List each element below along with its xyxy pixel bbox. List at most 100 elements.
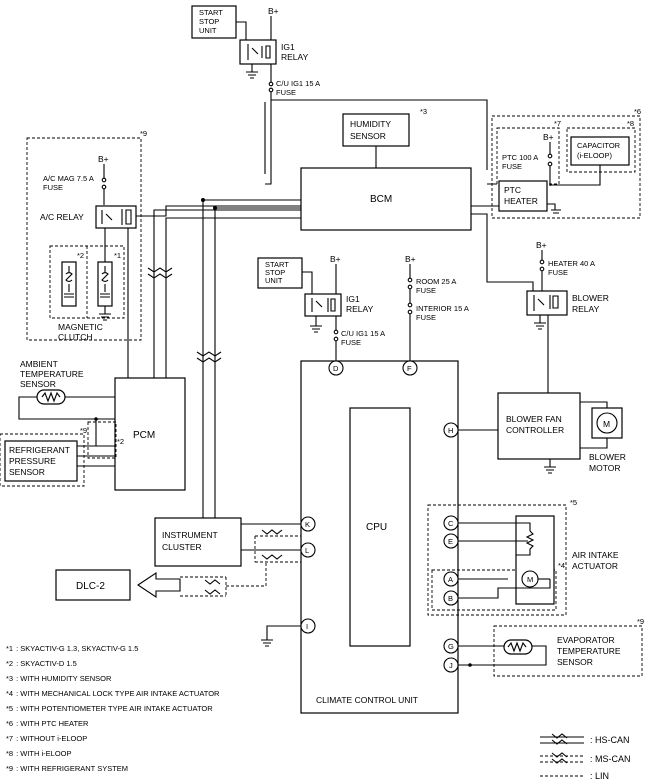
svg-text:C/U IG1 15 A: C/U IG1 15 A xyxy=(341,329,385,338)
svg-text:*5: WITH POTENTIOMETER TYPE AI: *5: WITH POTENTIOMETER TYPE AIR INTAKE A… xyxy=(6,704,213,713)
svg-text:BCM: BCM xyxy=(370,194,392,205)
svg-text:UNIT: UNIT xyxy=(199,26,217,35)
svg-text:AMBIENT: AMBIENT xyxy=(20,359,58,369)
svg-text:*4: WITH MECHANICAL LOCK TYPE: *4: WITH MECHANICAL LOCK TYPE AIR INTAKE… xyxy=(6,689,220,698)
svg-text:A/C RELAY: A/C RELAY xyxy=(40,212,84,222)
svg-text:ROOM 25 A: ROOM 25 A xyxy=(416,277,456,286)
connector-pins: D F H K L I C E A B G J xyxy=(300,360,459,673)
svg-text:C/U IG1 15 A: C/U IG1 15 A xyxy=(276,79,320,88)
svg-text:*8: *8 xyxy=(627,119,634,128)
svg-text:START: START xyxy=(199,8,223,17)
svg-text:*5: *5 xyxy=(570,498,577,507)
svg-text:FUSE: FUSE xyxy=(548,268,568,277)
ptc-heater-area: *6 *7 *8 CAPACITOR (i-ELOOP) B+ PTC 100 … xyxy=(471,107,641,219)
svg-text:: MS-CAN: : MS-CAN xyxy=(590,754,631,764)
room-interior-fuses: B+ ROOM 25 A FUSE INTERIOR 15 A FUSE xyxy=(405,254,469,361)
svg-text:*3: *3 xyxy=(420,107,427,116)
blower-fan-controller: BLOWER FAN CONTROLLER M BLOWER MOTOR xyxy=(458,392,626,474)
svg-text:FUSE: FUSE xyxy=(43,183,63,192)
svg-text:A: A xyxy=(448,575,453,584)
top-ig1-relay: IG1 RELAY xyxy=(239,39,309,65)
svg-text:B+: B+ xyxy=(543,132,554,142)
svg-text:AIR INTAKE: AIR INTAKE xyxy=(572,550,619,560)
svg-text:F: F xyxy=(407,364,412,373)
svg-text:CLUSTER: CLUSTER xyxy=(162,542,202,552)
svg-text:HEATER: HEATER xyxy=(504,196,538,206)
svg-text:STOP: STOP xyxy=(199,17,219,26)
svg-text:FUSE: FUSE xyxy=(341,338,361,347)
svg-text:*8: WITH i-ELOOP: *8: WITH i-ELOOP xyxy=(6,749,72,758)
svg-text:FUSE: FUSE xyxy=(276,88,296,97)
svg-text:K: K xyxy=(305,520,310,529)
mid-start-stop-unit: START STOP UNIT B+ IG1 RELAY C/U IG1 15 … xyxy=(257,254,385,361)
svg-text:FUSE: FUSE xyxy=(502,162,522,171)
svg-text:*9: WITH REFRIGERANT SYSTEM: *9: WITH REFRIGERANT SYSTEM xyxy=(6,764,128,773)
hs-can-lines xyxy=(147,198,301,518)
svg-text:: LIN: : LIN xyxy=(590,771,609,781)
svg-text:TEMPERATURE: TEMPERATURE xyxy=(557,646,621,656)
svg-text:*7: *7 xyxy=(554,119,561,128)
svg-text:TEMPERATURE: TEMPERATURE xyxy=(20,369,84,379)
humidity-sensor: HUMIDITY SENSOR *3 xyxy=(342,107,427,168)
svg-text:SENSOR: SENSOR xyxy=(9,467,45,477)
svg-text:M: M xyxy=(603,419,610,429)
line-legend: : HS-CAN : MS-CAN : LIN xyxy=(540,733,631,781)
svg-text:I: I xyxy=(306,622,308,631)
svg-text:B+: B+ xyxy=(536,240,547,250)
svg-text:UNIT: UNIT xyxy=(265,276,283,285)
svg-text:: HS-CAN: : HS-CAN xyxy=(590,735,630,745)
svg-text:DLC-2: DLC-2 xyxy=(76,581,105,592)
svg-text:RELAY: RELAY xyxy=(281,52,309,62)
svg-text:INSTRUMENT: INSTRUMENT xyxy=(162,530,218,540)
svg-text:C: C xyxy=(448,519,454,528)
svg-text:L: L xyxy=(305,546,309,555)
svg-text:RELAY: RELAY xyxy=(572,304,600,314)
svg-text:B+: B+ xyxy=(330,254,341,264)
top-start-stop-unit: START STOP UNIT xyxy=(191,5,237,39)
air-intake-actuator: *5 *4 M AIR INTAKE ACTUATOR xyxy=(427,498,619,616)
svg-text:SENSOR: SENSOR xyxy=(557,657,593,667)
svg-text:MAGNETIC: MAGNETIC xyxy=(58,322,103,332)
pcm-module: PCM xyxy=(114,377,186,491)
dlc2-box: DLC-2 xyxy=(55,562,267,601)
svg-text:PTC: PTC xyxy=(504,185,521,195)
ambient-temperature-sensor: AMBIENT TEMPERATURE SENSOR xyxy=(18,359,115,420)
svg-text:SENSOR: SENSOR xyxy=(350,131,386,141)
refrigerant-pressure-sensor: *9 REFRIGERANT PRESSURE SENSOR *2 xyxy=(0,417,124,487)
ground-i xyxy=(261,625,301,647)
svg-text:J: J xyxy=(449,661,453,670)
svg-text:*9: *9 xyxy=(80,426,87,435)
ac-relay-area: *9 B+ A/C MAG 7.5 A FUSE A/C RELAY *2 *1… xyxy=(26,129,301,378)
svg-text:CPU: CPU xyxy=(366,522,387,533)
svg-text:MOTOR: MOTOR xyxy=(589,463,620,473)
svg-text:INTERIOR 15 A: INTERIOR 15 A xyxy=(416,304,469,313)
svg-text:PCM: PCM xyxy=(133,430,155,441)
svg-text:*9: *9 xyxy=(637,617,644,626)
svg-text:D: D xyxy=(333,364,339,373)
svg-text:*3: WITH HUMIDITY SENSOR: *3: WITH HUMIDITY SENSOR xyxy=(6,674,112,683)
svg-text:G: G xyxy=(448,642,454,651)
svg-text:B+: B+ xyxy=(268,6,279,16)
svg-text:*1: SKYACTIV-G 1.3, SKYACTIV-G: *1: SKYACTIV-G 1.3, SKYACTIV-G 1.5 xyxy=(6,644,138,653)
svg-text:CONTROLLER: CONTROLLER xyxy=(506,425,564,435)
svg-text:A/C MAG 7.5 A: A/C MAG 7.5 A xyxy=(43,174,94,183)
svg-text:PTC 100 A: PTC 100 A xyxy=(502,153,538,162)
svg-text:CLIMATE CONTROL UNIT: CLIMATE CONTROL UNIT xyxy=(316,695,418,705)
top-wires: B+ C/U IG1 15 A FUSE xyxy=(236,6,497,185)
svg-text:PRESSURE: PRESSURE xyxy=(9,456,56,466)
svg-text:CLUTCH: CLUTCH xyxy=(58,332,92,342)
svg-text:B+: B+ xyxy=(98,154,109,164)
svg-text:(i-ELOOP): (i-ELOOP) xyxy=(577,151,613,160)
blower-relay-area: B+ HEATER 40 A FUSE BLOWER RELAY xyxy=(471,213,609,393)
evaporator-temperature-sensor: *9 EVAPORATOR TEMPERATURE SENSOR xyxy=(458,617,644,677)
svg-text:M: M xyxy=(527,575,533,584)
svg-text:H: H xyxy=(448,426,453,435)
svg-text:*2: SKYACTIV-D 1.5: *2: SKYACTIV-D 1.5 xyxy=(6,659,77,668)
svg-text:*6: *6 xyxy=(634,107,641,116)
svg-text:*4: *4 xyxy=(558,561,565,570)
svg-text:REFRIGERANT: REFRIGERANT xyxy=(9,445,70,455)
svg-text:BLOWER FAN: BLOWER FAN xyxy=(506,414,562,424)
svg-text:HUMIDITY: HUMIDITY xyxy=(350,119,391,129)
instrument-cluster: INSTRUMENT CLUSTER xyxy=(154,517,301,567)
svg-text:*7: WITHOUT i-ELOOP: *7: WITHOUT i-ELOOP xyxy=(6,734,87,743)
